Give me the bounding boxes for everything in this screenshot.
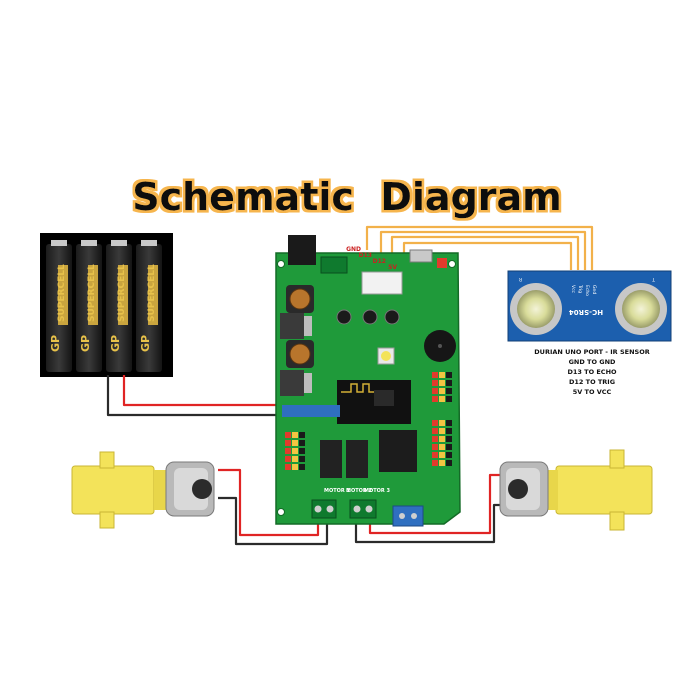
left-motor-black-wire <box>218 496 329 546</box>
right-motor-red-wire <box>368 473 508 535</box>
right-motor-black-wire <box>354 503 508 544</box>
battery-cell <box>106 240 132 372</box>
header-pins-left <box>285 432 305 470</box>
motor-terminal-1 <box>311 499 337 519</box>
battery-label: SUPERCELL <box>147 264 157 322</box>
sensor-pin-vcc: Vcc <box>570 285 576 294</box>
sensor-wire-gnd <box>365 225 594 270</box>
sensor-pin-gnd: Gnd <box>591 285 597 294</box>
motor-terminal-3 <box>349 499 377 519</box>
note-line: GND TO GND <box>569 358 616 366</box>
motor-2-label: MOTOR 2 <box>346 488 372 494</box>
ultrasonic-sensor: HC-SR04 Vcc Trig Echo Gnd R T <box>507 270 672 342</box>
note-line: D12 TO TRIG <box>569 378 615 386</box>
pin-label-gnd: GND <box>346 246 361 253</box>
pin-label-5v: 5V <box>388 264 397 271</box>
wiring-notes: DURIAN UNO PORT - IR SENSOR GND TO GND D… <box>534 348 649 396</box>
battery-cell <box>136 240 162 372</box>
inductor <box>289 343 311 365</box>
battery-label: SUPERCELL <box>117 264 127 322</box>
note-line: 5V TO VCC <box>573 388 612 396</box>
wiring <box>106 225 594 546</box>
battery-cell <box>46 240 72 372</box>
battery-cell <box>76 240 102 372</box>
sensor-pin-echo: Echo <box>584 285 590 296</box>
battery-label: SUPERCELL <box>87 264 97 322</box>
battery-brand: GP <box>109 335 122 352</box>
header-pins-right <box>432 372 452 466</box>
sensor-mark-r: R <box>519 276 522 282</box>
sensor-wire-echo <box>379 230 587 270</box>
left-motor-red-wire <box>218 468 320 537</box>
left-motor <box>71 451 215 529</box>
battery-label: SUPERCELL <box>57 264 67 322</box>
note-line: D13 TO ECHO <box>567 368 617 376</box>
controller-board: MOTOR 1 MOTOR 2 MOTOR 3 GND D13 D12 5V <box>275 235 461 527</box>
motor-1-label: MOTOR 1 <box>324 488 350 494</box>
sensor-pin-trig: Trig <box>577 284 583 293</box>
battery-brand: GP <box>79 335 92 352</box>
usb-port <box>409 249 433 263</box>
sensor-wire-trig <box>390 235 580 270</box>
note-line: DURIAN UNO PORT - IR SENSOR <box>534 348 649 356</box>
dc-jack <box>288 235 316 265</box>
motor-3-label: MOTOR 3 <box>364 488 390 494</box>
pin-label-d13: D13 <box>359 252 372 259</box>
battery-pack: GP SUPERCELL GP SUPERCELL GP SUPERCELL G… <box>40 233 173 377</box>
sensor-mark-t: T <box>652 276 656 282</box>
diagram-title: Schematic Diagram <box>132 175 562 219</box>
battery-brand: GP <box>49 335 62 352</box>
right-motor <box>499 449 653 531</box>
sensor-model: HC-SR04 <box>569 308 603 316</box>
power-terminal <box>392 505 424 527</box>
inductor <box>289 288 311 310</box>
battery-brand: GP <box>139 335 152 352</box>
microcontroller <box>379 430 417 472</box>
pin-label-d12: D12 <box>373 258 386 265</box>
